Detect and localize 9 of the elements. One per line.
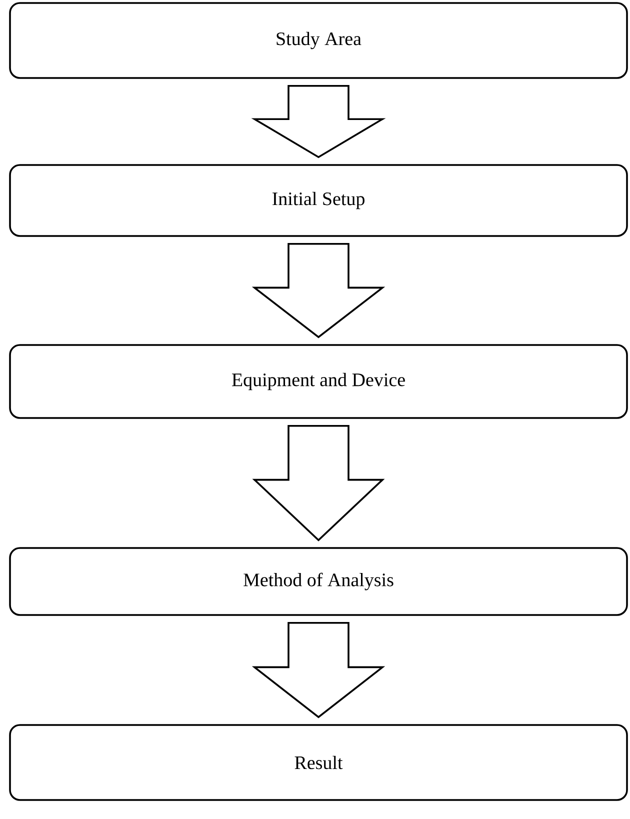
process-box: Study Area: [9, 2, 628, 79]
process-box: Equipment and Device: [9, 344, 628, 419]
process-box: Result: [9, 724, 628, 801]
block-arrow: [252, 425, 385, 542]
process-box: Method of Analysis: [9, 547, 628, 616]
block-arrow: [252, 243, 386, 338]
block-arrow: [252, 622, 386, 718]
block-arrow: [251, 85, 386, 158]
process-box: Initial Setup: [9, 164, 628, 237]
